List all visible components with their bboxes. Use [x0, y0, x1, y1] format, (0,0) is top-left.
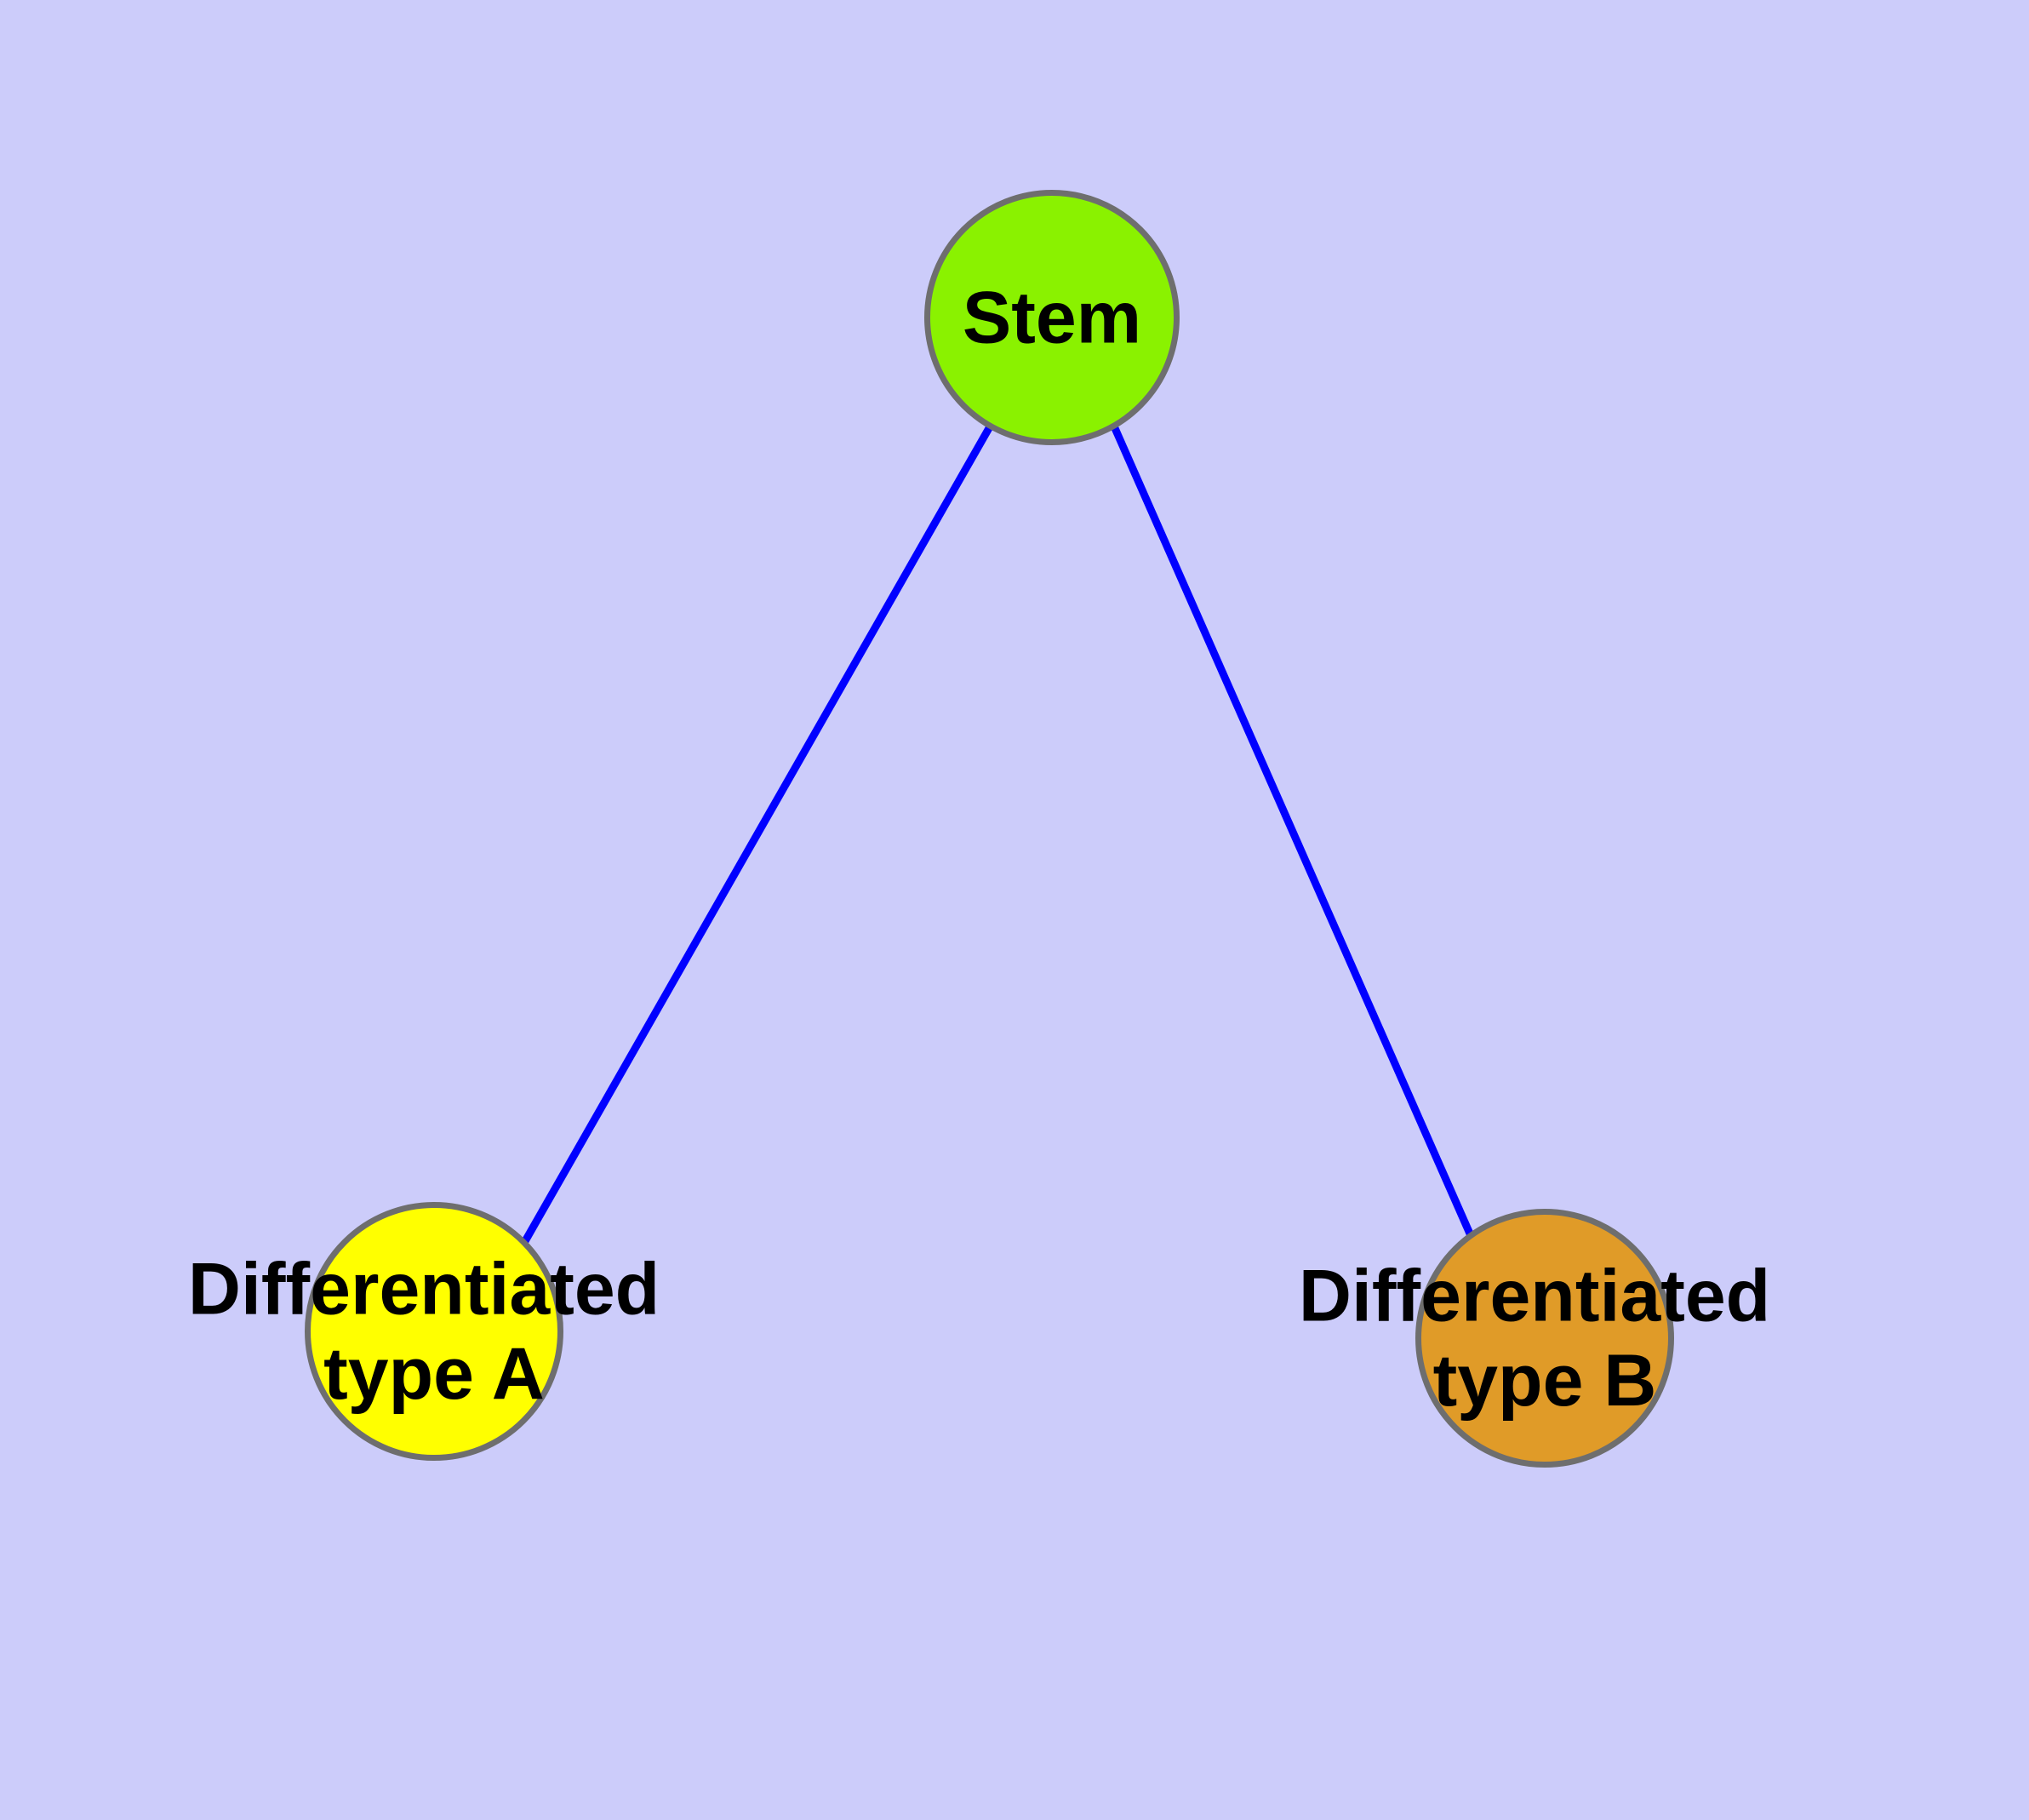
node-circle-differentiated-type-b[interactable]: [1415, 1209, 1674, 1468]
edge-stem-to-differentiated-type-a[interactable]: [522, 426, 992, 1244]
node-label-stem: Stem: [963, 277, 1141, 358]
edge-stem-to-differentiated-type-b[interactable]: [1111, 426, 1477, 1241]
node-label-line: type B: [1433, 1340, 1657, 1422]
node-label-line: Differentiated: [188, 1248, 660, 1330]
node-label-differentiated-type-a: Differentiated type A: [188, 1243, 680, 1415]
node-differentiated-type-a[interactable]: [305, 1202, 563, 1461]
node-circle-differentiated-type-a[interactable]: [305, 1202, 563, 1461]
node-stem[interactable]: [924, 190, 1180, 445]
node-label-differentiated-type-b: Differentiated type B: [1299, 1250, 1791, 1422]
node-differentiated-type-b[interactable]: [1415, 1209, 1674, 1468]
node-circle-stem[interactable]: [924, 190, 1180, 445]
node-label-line: Differentiated: [1299, 1255, 1770, 1336]
edges-layer: [522, 426, 1477, 1244]
labels-layer: Differentiated type A Differentiated typ…: [188, 277, 1791, 1422]
node-label-line: type A: [323, 1333, 545, 1415]
nodes-layer: [305, 190, 1674, 1468]
node-label-line: Stem: [963, 277, 1141, 358]
